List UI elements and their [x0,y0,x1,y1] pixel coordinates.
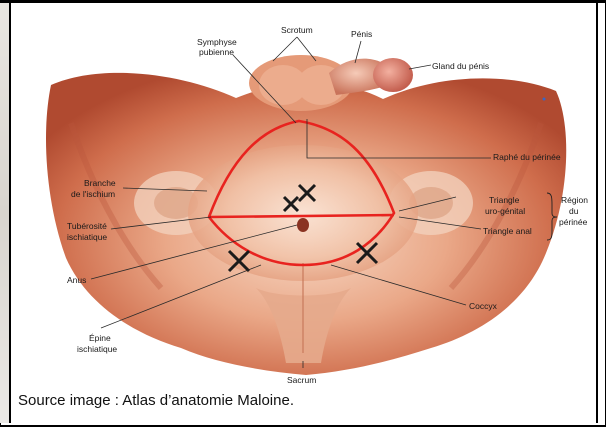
label-uro-line2: uro-génital [485,206,525,216]
label-glans: Gland du pénis [432,61,489,71]
label-symphysis-line1: Symphyse [197,37,237,47]
label-uro-line1: Triangle [489,195,520,205]
label-anal-triangle: Triangle anal [483,226,532,236]
label-tuberosity-line1: Tubérosité [67,221,107,231]
label-region-line3: périnée [559,217,588,227]
label-penis: Pénis [351,29,372,39]
label-raphe: Raphé du périnée [493,152,561,162]
label-coccyx: Coccyx [469,301,498,311]
label-sacrum: Sacrum [287,375,316,385]
label-tuberosity-line2: ischiatique [67,232,107,242]
label-spine-line1: Épine [89,333,111,343]
left-margin-strip [0,3,9,423]
image-caption: Source image : Atlas d’anatomie Maloine. [18,392,294,409]
label-scrotum: Scrotum [281,25,313,35]
label-ischium-line1: Branche [84,178,116,188]
perineum-illustration: Scrotum Pénis Gland du pénis Symphyse pu… [11,3,596,389]
label-anus: Anus [67,275,86,285]
label-region-line1: Région [561,195,588,205]
label-region-line2: du [569,206,579,216]
anatomy-figure: Scrotum Pénis Gland du pénis Symphyse pu… [11,3,596,389]
label-ischium-line2: de l'ischium [71,189,115,199]
label-spine-line2: ischiatique [77,344,117,354]
label-symphysis-line2: pubienne [199,47,234,57]
right-rule [596,3,598,423]
